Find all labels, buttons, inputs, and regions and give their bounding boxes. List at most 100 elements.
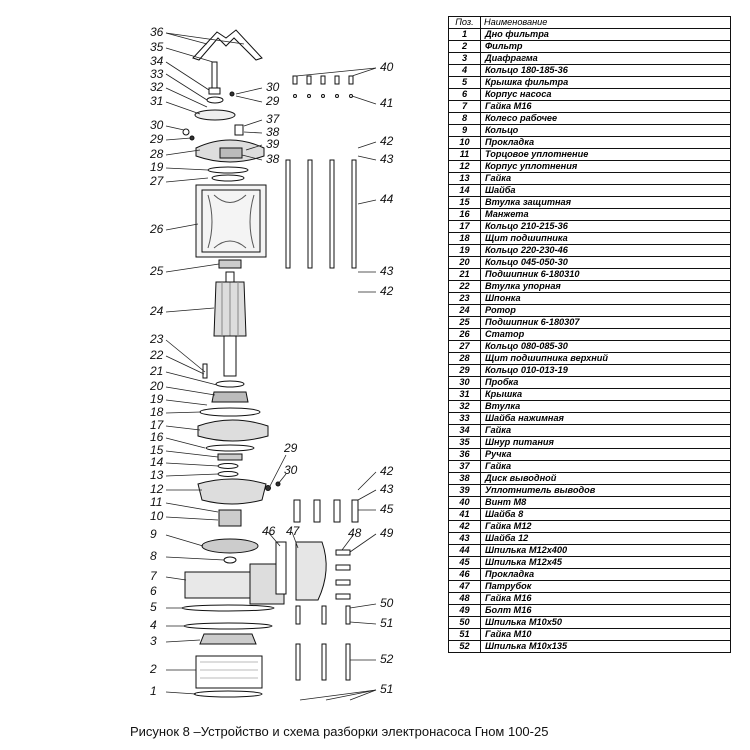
part-name: Фильтр	[480, 40, 731, 53]
callout-label: 2	[149, 662, 157, 676]
part-number: 45	[448, 556, 481, 569]
callout-label: 35	[150, 40, 164, 54]
callout-label: 16	[150, 430, 164, 444]
part-name: Кольцо 210-215-36	[480, 220, 731, 233]
callout-label: 29	[149, 132, 164, 146]
part-number: 19	[448, 244, 481, 257]
callout-label: 41	[380, 96, 393, 110]
header-name: Наименование	[480, 16, 731, 29]
callout-label: 8	[150, 549, 157, 563]
part-number: 41	[448, 508, 481, 521]
part-name: Ротор	[480, 304, 731, 317]
part-number: 39	[448, 484, 481, 497]
callout-label: 39	[266, 137, 280, 151]
handle-part	[192, 29, 263, 61]
callout-label: 29	[283, 441, 298, 455]
tie-rods	[285, 159, 359, 681]
part-number: 50	[448, 616, 481, 629]
callout-label: 46	[262, 524, 276, 538]
part-name: Торцовое уплотнение	[480, 148, 731, 161]
callout-label: 40	[380, 60, 394, 74]
part-name: Диск выводной	[480, 472, 731, 485]
part-name: Кольцо 010-013-19	[480, 364, 731, 377]
part-number: 30	[448, 376, 481, 389]
part-number: 22	[448, 280, 481, 293]
callout-label: 1	[150, 684, 157, 698]
callout-label: 30	[150, 118, 164, 132]
callout-label: 42	[380, 464, 394, 478]
part-number: 25	[448, 316, 481, 329]
part-name: Кольцо 180-185-36	[480, 64, 731, 77]
part-number: 7	[448, 100, 481, 113]
part-number: 46	[448, 568, 481, 581]
part-name: Гайка М10	[480, 628, 731, 641]
callout-label: 43	[380, 152, 394, 166]
impeller-part	[201, 538, 259, 554]
part-number: 5	[448, 76, 481, 89]
callout-label: 12	[150, 482, 164, 496]
callout-label: 23	[149, 332, 164, 346]
header-pos: Поз.	[448, 16, 481, 29]
part-name: Шпилька М12х400	[480, 544, 731, 557]
part-number: 47	[448, 580, 481, 593]
callout-label: 30	[284, 463, 298, 477]
callout-label: 52	[380, 652, 394, 666]
part-name: Подшипник 6-180307	[480, 316, 731, 329]
part-name: Болт М16	[480, 604, 731, 617]
part-number: 35	[448, 436, 481, 449]
part-number: 20	[448, 256, 481, 269]
part-number: 12	[448, 160, 481, 173]
stator-part	[195, 184, 267, 258]
part-number: 24	[448, 304, 481, 317]
part-name: Кольцо	[480, 124, 731, 137]
callout-label: 38	[266, 152, 280, 166]
part-name: Гайка	[480, 460, 731, 473]
part-name: Ручка	[480, 448, 731, 461]
part-name: Корпус уплотнения	[480, 160, 731, 173]
part-number: 17	[448, 220, 481, 233]
part-number: 48	[448, 592, 481, 605]
callout-label: 48	[348, 526, 362, 540]
callout-label: 24	[149, 304, 164, 318]
part-number: 43	[448, 532, 481, 545]
part-number: 15	[448, 196, 481, 209]
part-name: Шпилька М10х135	[480, 640, 731, 653]
part-number: 9	[448, 124, 481, 137]
part-number: 10	[448, 136, 481, 149]
part-number: 29	[448, 364, 481, 377]
part-number: 51	[448, 628, 481, 641]
callout-label: 11	[150, 495, 162, 509]
part-name: Манжета	[480, 208, 731, 221]
callout-label: 42	[380, 134, 394, 148]
diaphragm-part	[199, 633, 257, 645]
part-name: Шайба 8	[480, 508, 731, 521]
table-header-row: Поз. Наименование	[448, 16, 731, 29]
part-number: 14	[448, 184, 481, 197]
